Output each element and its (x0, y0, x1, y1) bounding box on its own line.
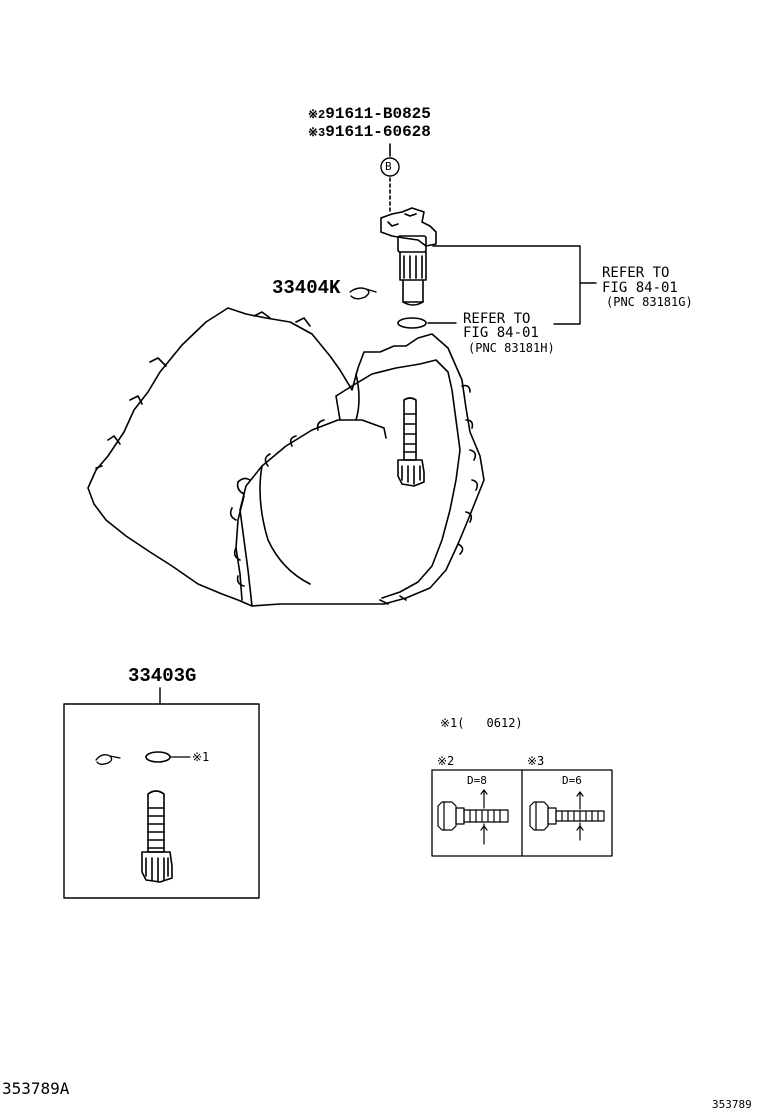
sensor-part-number[interactable]: 33404K (272, 277, 341, 299)
kit-o-ring (145, 751, 171, 763)
bolt-1-number: 91611-B0825 (325, 105, 431, 123)
callout-b-letter: B (385, 160, 392, 173)
footer-id: 353789 (712, 1098, 752, 1111)
refer-1-line2[interactable]: FIG 84-01 (602, 280, 678, 296)
speed-sensor (380, 207, 437, 306)
refer-2-line1: REFER TO (463, 311, 531, 327)
bolt-2-number: 91611-60628 (325, 123, 431, 141)
legend-col1-size: D=8 (467, 774, 487, 787)
bolt-diagram-d6 (529, 791, 605, 841)
kit-part-number[interactable]: 33403G (128, 665, 197, 687)
legend-col2-mark: ※3 (527, 754, 545, 768)
bolt-1-label: ※291611-B0825 (308, 106, 431, 122)
bolt-legend-table (431, 769, 613, 857)
clip-33404k (349, 287, 377, 300)
refer-1-line1: REFER TO (602, 265, 670, 281)
refer-1-line3: (PNC 83181G) (606, 295, 693, 309)
note-1: ※1( 0612) (440, 717, 523, 729)
diagram-id: 353789A (2, 1079, 70, 1098)
bolt-2-mark: ※3 (308, 126, 326, 140)
refer-2-line2[interactable]: FIG 84-01 (463, 325, 539, 341)
legend-col2-size: D=6 (562, 774, 582, 787)
note-1-text: 0612) (486, 716, 523, 730)
driven-gear-shaft (397, 397, 425, 487)
legend-col1-mark: ※2 (437, 754, 455, 768)
kit-clip (95, 754, 121, 765)
kit-note-mark: ※1 (192, 750, 210, 764)
bolt-diagram-d8 (437, 789, 509, 845)
transaxle-housing (87, 307, 485, 607)
note-1-mark: ※1( (440, 716, 465, 730)
bolt-1-mark: ※2 (308, 108, 326, 122)
kit-box (63, 703, 260, 899)
kit-gear (141, 790, 173, 883)
refer-leader-1 (432, 245, 581, 325)
callout-b-circle (380, 157, 400, 177)
bolt-2-label: ※391611-60628 (308, 124, 431, 140)
refer-2-line3: (PNC 83181H) (468, 341, 555, 355)
o-ring (397, 317, 427, 329)
